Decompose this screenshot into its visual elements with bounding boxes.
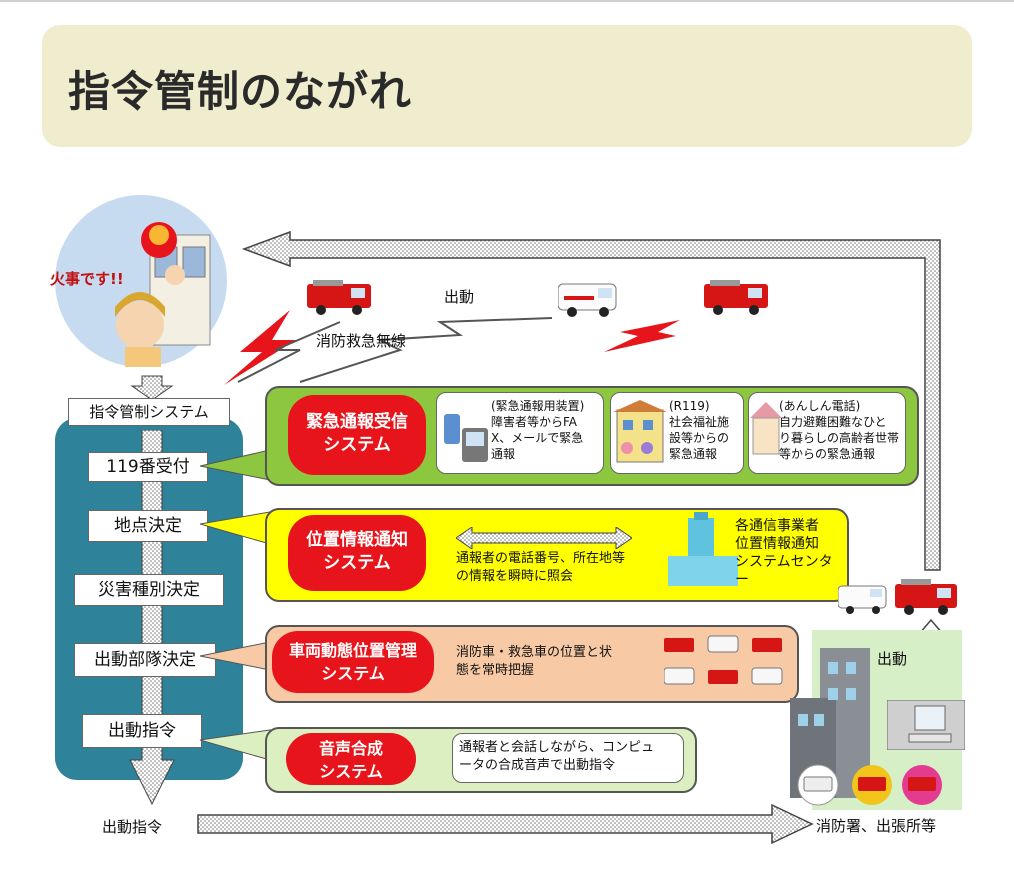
carrier-center-label: 各通信事業者 位置情報通知 システムセンタ ー	[735, 518, 833, 588]
title-band	[42, 25, 972, 147]
radio-wave	[237, 321, 341, 383]
ambulance-icon	[557, 278, 620, 322]
welfare-facility-icon	[613, 400, 669, 472]
caller-scene-icon	[115, 222, 211, 367]
voice-synthesis-desc: 通報者と会話しながら、コンピュ ータの合成音声で出動指令	[452, 733, 684, 783]
computer-terminal-icon	[886, 699, 966, 754]
dispatch-order-label: 出動指令	[102, 818, 163, 836]
fire-truck-icon	[895, 576, 961, 620]
step-location: 地点決定	[88, 510, 208, 542]
fire-truck-icon	[704, 278, 772, 320]
system-flow-arrow	[129, 430, 175, 806]
return-arrow	[241, 230, 941, 571]
fire-truck-icon	[307, 278, 375, 320]
caller-speech: 火事です!!	[50, 270, 124, 288]
caller-illustration	[55, 195, 227, 367]
step-unit-selection: 出動部隊決定	[74, 643, 216, 677]
radio-wave	[299, 317, 553, 383]
top-divider	[0, 0, 1014, 2]
vehicle-fleet-icon	[663, 634, 784, 694]
ambulance-icon	[837, 580, 890, 620]
emergency-reception-system: 緊急通報受信 システム	[288, 395, 426, 475]
step-disaster-type: 災害種別決定	[74, 574, 224, 606]
phone-device-icon	[442, 408, 492, 468]
vehicle-tracking-system: 車両動態位置管理 システム	[272, 631, 434, 693]
house-icon	[750, 398, 782, 462]
command-system-title: 指令管制システム	[68, 398, 230, 426]
lightning-bolt	[224, 310, 296, 385]
radio-label: 消防救急無線	[316, 332, 407, 350]
bottom-dispatch-arrow	[197, 803, 814, 845]
step-119-reception: 119番受付	[88, 452, 208, 482]
bidirectional-arrow-icon	[456, 527, 632, 549]
carrier-center-building-icon	[664, 512, 740, 594]
page-title: 指令管制のながれ	[68, 67, 413, 116]
voice-synthesis-system: 音声合成 システム	[286, 733, 416, 785]
connectors	[200, 449, 271, 761]
caller-down-arrow	[130, 375, 174, 401]
vehicle-badges-icon	[796, 764, 950, 810]
dispatch-label-top: 出動	[444, 288, 475, 306]
vehicle-tracking-desc: 消防車・救急車の位置と状 態を常時把握	[456, 645, 613, 678]
station-dispatch-label: 出動	[877, 650, 908, 668]
step-dispatch-order: 出動指令	[82, 714, 202, 748]
location-info-desc: 通報者の電話番号、所在地等 の情報を瞬時に照会	[456, 551, 626, 584]
location-info-system: 位置情報通知 システム	[288, 515, 426, 591]
fire-station-label: 消防署、出張所等	[816, 817, 937, 835]
lightning-bolt	[604, 320, 680, 352]
